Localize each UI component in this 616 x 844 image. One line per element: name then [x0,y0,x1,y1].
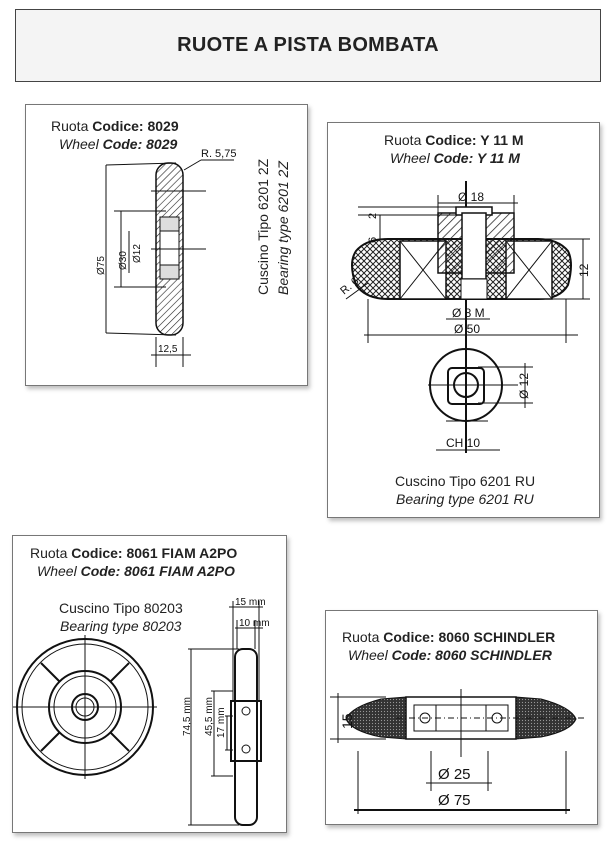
wheel-code-value: Y 11 M [476,150,520,166]
outer-diameter-label: Ø75 [96,256,107,275]
ruota-label: Ruota [384,132,422,148]
step-label: 2 [367,213,379,219]
outer-diameter-label: 74,5 mm [182,697,193,736]
page-title: RUOTE A PISTA BOMBATA [177,34,439,56]
wheel-code-en: Wheel Code: 8061 FIAM A2PO [37,562,235,580]
wheel-card-8060: Ruota Codice: 8060 SCHINDLER Wheel Code:… [325,610,598,825]
tread-width-label: 10 mm [239,618,270,629]
ruota-label: Ruota [30,545,68,561]
width-label: 12 [577,263,591,277]
wheel-label: Wheel [390,150,430,166]
width-label: 12,5 [158,344,178,355]
bearing-label-en: Bearing type 6201 RU [396,490,534,508]
wheel-code-value: 8061 FIAM A2PO [126,545,238,561]
side-hub [230,700,262,762]
wheel-code-it: Ruota Codice: 8061 FIAM A2PO [30,544,237,562]
wheel-code-it: Ruota Codice: 8029 [51,117,179,135]
bearing-label-it: Cuscino Tipo 6201 RU [395,472,535,490]
bearing-value: 6201 RU [478,491,534,507]
code-label: Code: [391,647,432,663]
cuscino-label: Cuscino Tipo [395,473,476,489]
codice-label: Codice: [92,118,144,134]
wheel-y11m-drawing: Ø 18 2 6 12 R. 6 Ø 8 M Ø 50 Ø 12 CH 10 [338,181,591,453]
outer-diameter-label: Ø 50 [454,322,480,336]
bearing-type-label: Bearing type [60,618,139,634]
hub-diameter-label: 45,5 mm [204,697,215,736]
hub-diameter-label: Ø30 [118,251,129,270]
bearing-label-en: Bearing type 80203 [60,617,181,635]
codice-label: Codice: [71,545,123,561]
wheel-code-value: 8029 [146,136,178,152]
bore-label: Ø 8 M [452,306,485,320]
codice-label: Codice: [383,629,435,645]
wheel-code-it: Ruota Codice: Y 11 M [384,131,524,149]
inner-diameter-label: Ø 25 [438,766,471,783]
across-flats-label: CH 10 [446,436,480,450]
wheel-card-8029: Ruota Codice: 8029 Wheel Code: 8029 Cusc… [25,104,308,386]
code-label: Code: [433,150,474,166]
front-view [13,635,157,779]
bearing-label-it: Cuscino Tipo 80203 [59,599,183,617]
bearing-value: 80203 [142,618,182,634]
front-view-hex [447,367,485,405]
wheel-card-y11m: Ruota Codice: Y 11 M Wheel Code: Y 11 M [327,122,600,518]
wheel-code-en: Wheel Code: Y 11 M [390,149,520,167]
width-label: 15 [339,713,355,729]
wheel-8029-drawing: R. 5,75 Ø75 Ø30 Ø12 12,5 [96,148,236,367]
bearing-value: 80203 [143,600,183,616]
wheel-code-value: 8061 FIAM A2PO [124,563,235,579]
wheel-code-it: Ruota Codice: 8060 SCHINDLER [342,628,555,646]
outer-diameter-label: Ø 75 [438,792,471,809]
radius-label: R. 5,75 [201,148,236,160]
bearing-top [159,216,180,232]
bearing-type-label: Bearing type [396,491,475,507]
wheel-code-value: 8029 [147,118,179,134]
bearing-value: 6201 RU [479,473,536,489]
wheel-label: Wheel [348,647,388,663]
side-tire [234,648,258,826]
wheel-label: Wheel [37,563,77,579]
wheel-code-en: Wheel Code: 8029 [59,135,177,153]
wheel-card-8061: Ruota Codice: 8061 FIAM A2PO Wheel Code:… [12,535,287,833]
wheel-code-value: Y 11 M [480,132,524,148]
hub-height-label: 6 [367,237,379,243]
hub-diameter-label: Ø 18 [458,190,484,204]
wheel-8060-drawing: 15 Ø 25 Ø 75 [330,689,586,814]
bore-diameter-label: Ø12 [132,244,143,263]
code-label: Code: [80,563,121,579]
bearing-bottom [159,264,180,280]
front-diameter-label: Ø 12 [517,373,531,399]
wheel-code-value: 8060 SCHINDLER [438,629,556,645]
ruota-label: Ruota [342,629,380,645]
code-label: Code: [102,136,143,152]
bore-diameter-label: 17 mm [216,707,227,738]
codice-label: Codice: [425,132,477,148]
cuscino-label: Cuscino Tipo [59,600,140,616]
wheel-code-value: 8060 SCHINDLER [435,647,552,663]
overall-width-label: 15 mm [235,597,266,608]
wheel-code-en: Wheel Code: 8060 SCHINDLER [348,646,552,664]
wheel-label: Wheel [59,136,99,152]
wheel-8061-drawing: 15 mm 10 mm 74,5 mm 45,5 mm 17 mm [13,597,270,826]
page-title-box: RUOTE A PISTA BOMBATA [15,9,601,82]
ruota-label: Ruota [51,118,89,134]
